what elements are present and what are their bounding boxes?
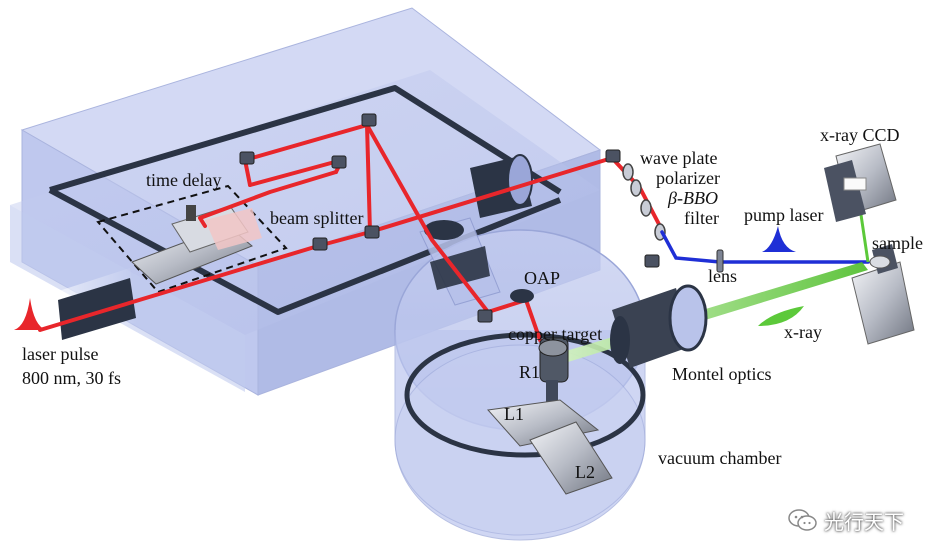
laser-pulse-icon	[14, 298, 46, 330]
label-wave-plate: wave plate	[640, 148, 718, 168]
sample-stage	[851, 244, 915, 345]
label-l2: L2	[575, 462, 595, 482]
label-pump-laser: pump laser	[744, 205, 824, 225]
label-beta-bbo: β-BBO	[668, 188, 718, 208]
label-sample: sample	[872, 233, 923, 253]
x-ray-pulse-icon	[758, 306, 804, 326]
entrance-port	[0, 268, 138, 360]
label-montel-optics: Montel optics	[672, 364, 772, 384]
x-ray-ccd-camera	[824, 143, 897, 222]
watermark: 光行天下	[788, 506, 904, 535]
translation-stage	[131, 205, 262, 285]
connecting-tube	[419, 217, 501, 306]
vacuum-chamber	[394, 229, 646, 541]
watermark-text: 光行天下	[824, 510, 904, 534]
blue-pump-beam	[660, 230, 870, 264]
label-r1: R1	[519, 362, 541, 382]
time-delay-region	[96, 184, 288, 294]
label-l1: L1	[504, 404, 524, 424]
wechat-icon	[788, 508, 817, 531]
label-filter: filter	[684, 208, 719, 228]
label-polarizer: polarizer	[656, 168, 720, 188]
label-time-delay: time delay	[146, 170, 222, 190]
exit-port	[470, 154, 533, 218]
pump-laser-pulse-icon	[762, 226, 796, 252]
label-laser-spec: 800 nm, 30 fs	[22, 368, 121, 388]
label-x-ray: x-ray	[784, 322, 822, 342]
montel-optics-module	[610, 284, 708, 368]
label-oap: OAP	[524, 268, 561, 288]
oap-mirror	[510, 289, 534, 303]
lens	[716, 249, 724, 273]
label-vacuum-chamber: vacuum chamber	[658, 448, 782, 468]
label-beam-splitter: beam splitter	[270, 208, 364, 228]
label-lens: lens	[708, 266, 737, 286]
polarization-optics	[622, 163, 666, 241]
mirror-mounts	[239, 113, 660, 323]
label-copper-target: copper target	[508, 324, 603, 344]
copper-target-assembly	[487, 337, 613, 495]
label-laser-pulse: laser pulse	[22, 344, 99, 364]
label-x-ray-ccd: x-ray CCD	[820, 125, 900, 145]
